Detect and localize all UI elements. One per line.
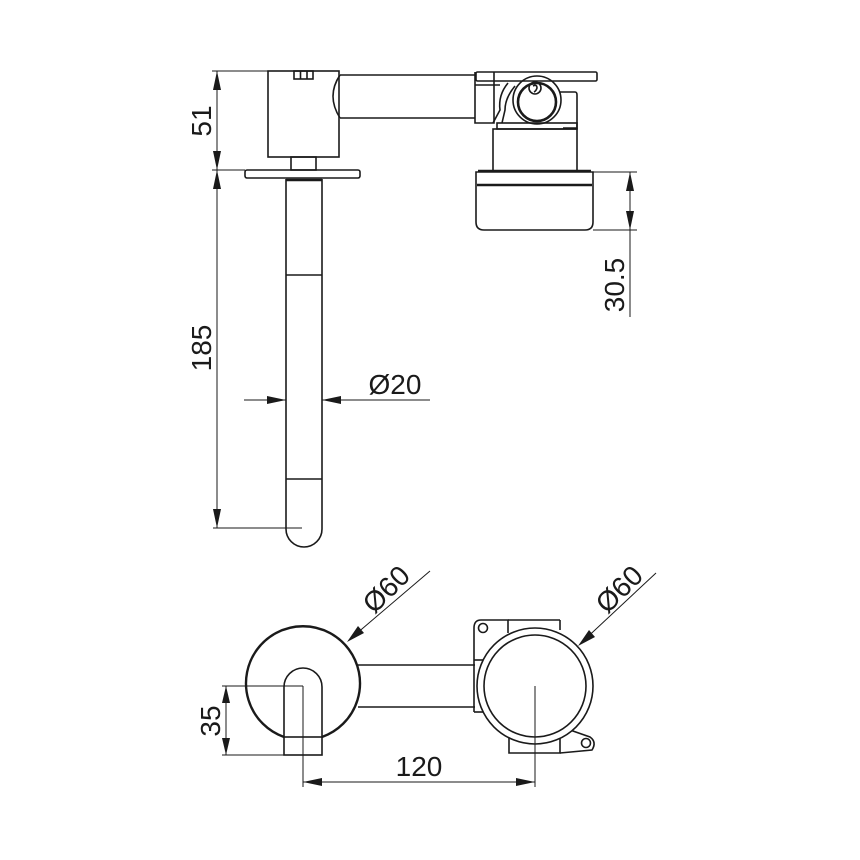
dimension-body-height: 51 — [186, 70, 268, 171]
side-view: 51 185 Ø20 30.5 — [186, 70, 637, 548]
dimension-spout-length: 185 — [186, 170, 302, 529]
dim-label-35: 35 — [195, 705, 226, 736]
front-connector-pipe — [358, 664, 475, 708]
dim-label-d60-left: Ø60 — [357, 560, 416, 619]
spout-pipe — [285, 179, 323, 548]
connector-pipe — [332, 74, 475, 119]
dimension-spout-offset: 35 — [195, 685, 303, 756]
dimension-valve-plate-diameter: Ø60 — [578, 560, 657, 646]
dim-label-30-5: 30.5 — [599, 258, 630, 313]
dimension-handle-height: 30.5 — [593, 171, 637, 317]
dim-label-120: 120 — [396, 751, 443, 782]
dimension-spout-plate-diameter: Ø60 — [347, 560, 431, 642]
front-view: Ø60 Ø60 35 120 — [195, 560, 657, 787]
spout-plate — [244, 625, 362, 756]
dimension-spout-diameter: Ø20 — [244, 369, 430, 404]
dim-label-d20: Ø20 — [369, 369, 422, 400]
dimension-center-distance: 120 — [302, 686, 536, 787]
dim-label-d60-right: Ø60 — [590, 560, 649, 619]
spout-body — [267, 70, 340, 171]
valve-assembly — [474, 71, 598, 231]
dim-label-185: 185 — [186, 325, 217, 372]
dim-label-51: 51 — [186, 105, 217, 136]
wall-flange — [244, 169, 361, 182]
valve-body — [473, 619, 595, 754]
